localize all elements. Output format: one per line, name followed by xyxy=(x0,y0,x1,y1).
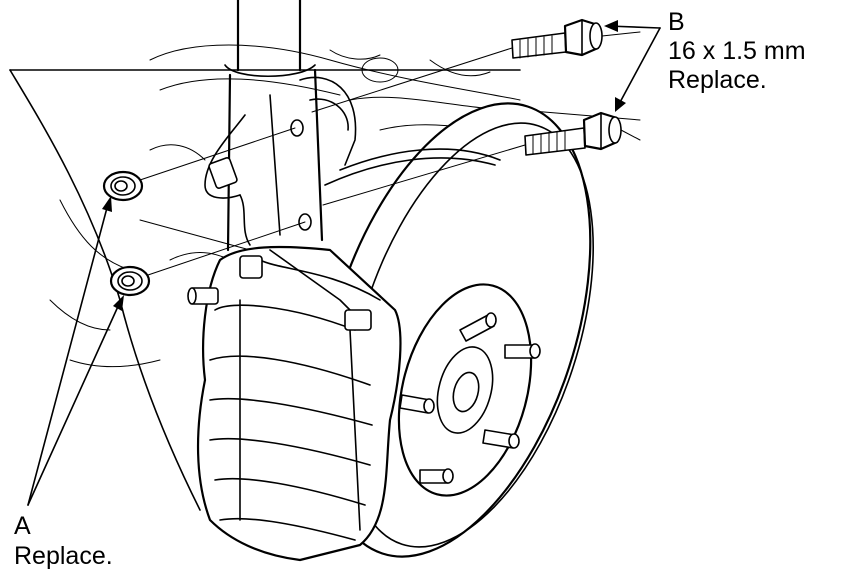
vehicle-body-background xyxy=(9,44,641,511)
arrow-head-icon xyxy=(113,295,124,311)
arrow-head-icon xyxy=(102,196,112,212)
callout-b-spec: 16 x 1.5 mm xyxy=(668,37,806,65)
brake-caliper xyxy=(187,245,402,562)
callout-b: B 16 x 1.5 mm Replace. xyxy=(604,8,806,112)
flange-bolt-lower xyxy=(322,111,641,206)
flange-nut-upper xyxy=(102,127,296,202)
flange-bolt-upper xyxy=(311,18,641,113)
callout-a-letter: A xyxy=(14,512,31,540)
arrow-head-icon xyxy=(604,20,618,32)
arrow-head-icon xyxy=(615,97,626,112)
strut-assembly xyxy=(204,0,357,252)
wheel-studs xyxy=(399,312,541,484)
flange-nut-lower xyxy=(109,221,306,297)
callout-a-note: Replace. xyxy=(14,542,113,570)
callout-b-note: Replace. xyxy=(668,66,767,94)
callout-b-letter: B xyxy=(668,8,685,36)
callout-a: A Replace. xyxy=(14,196,124,570)
